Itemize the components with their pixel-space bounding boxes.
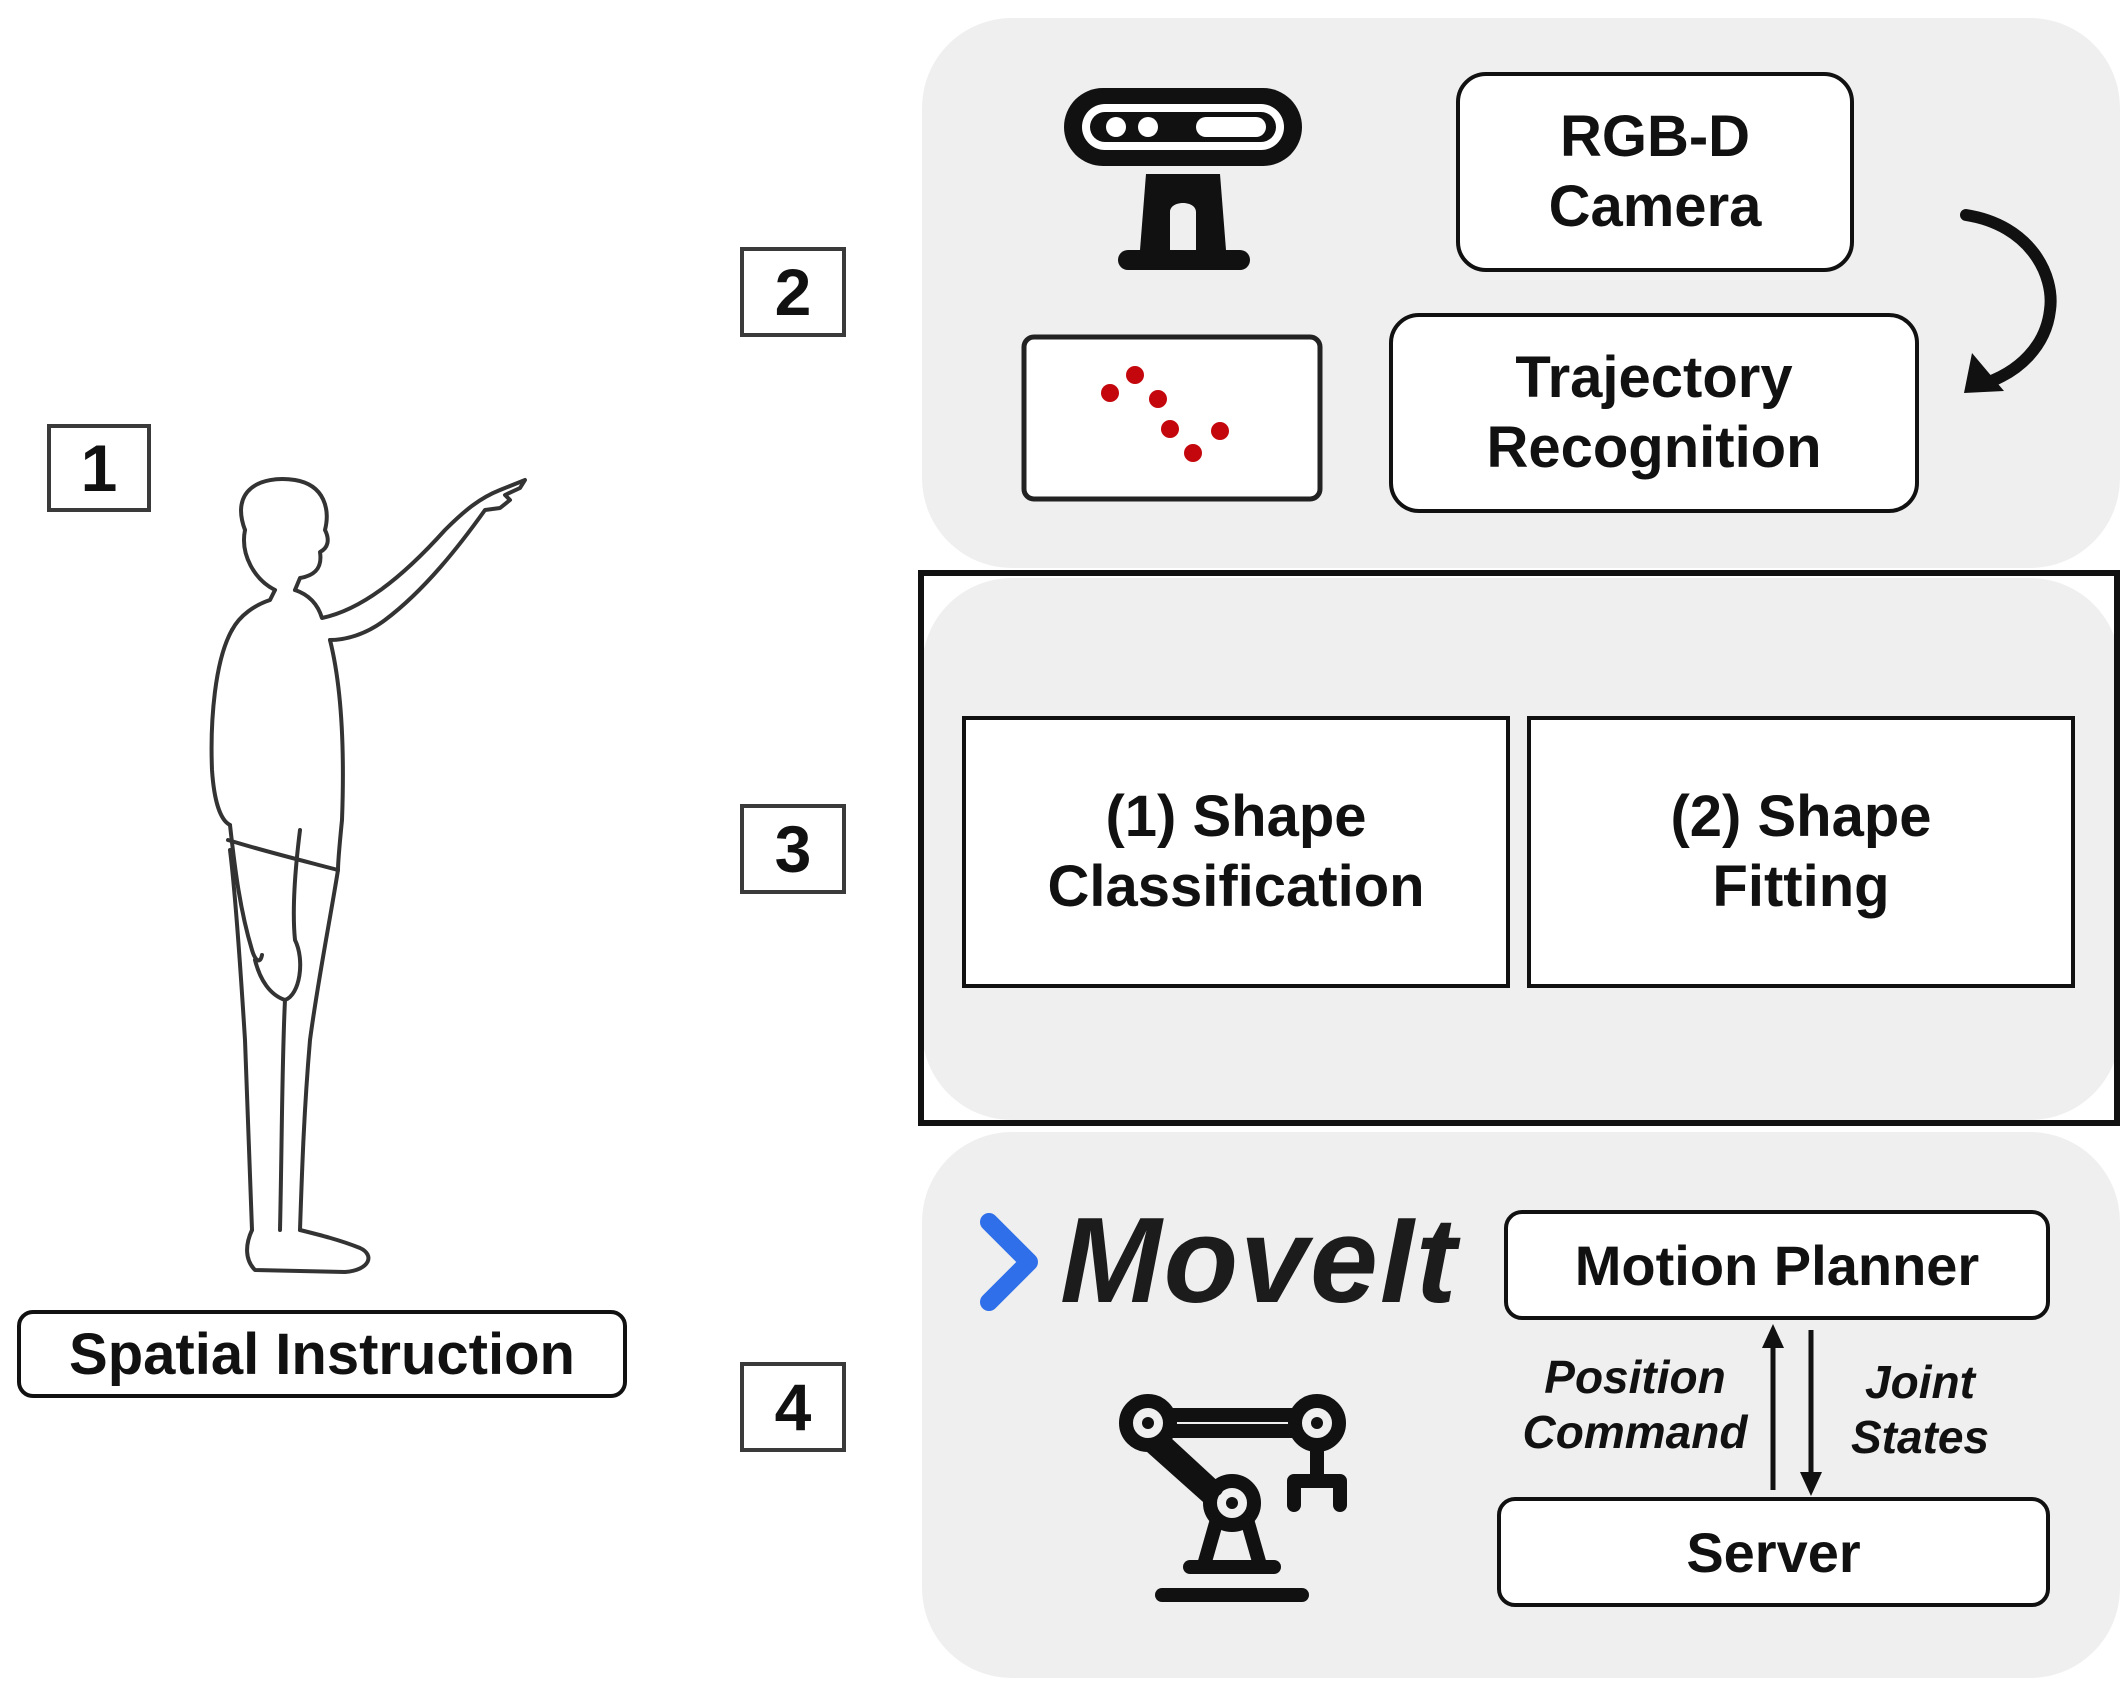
down-arrow-icon <box>1800 1330 1822 1496</box>
up-arrow-icon <box>1762 1324 1784 1490</box>
step-number-3: 3 <box>740 804 846 894</box>
motion-planner-box: Motion Planner <box>1504 1210 2050 1320</box>
robot-arm-icon <box>1119 1394 1347 1602</box>
position-command-label: Position Command <box>1522 1350 1748 1458</box>
shape-panel-outline <box>918 570 2120 1126</box>
shape-classification-box: (1) Shape Classification <box>962 716 1510 988</box>
curved-arrow-icon <box>1960 209 2057 393</box>
step-number-4: 4 <box>740 1362 846 1452</box>
depth-camera-icon <box>1064 88 1302 270</box>
rgbd-camera-box: RGB-D Camera <box>1456 72 1854 272</box>
spatial-instruction-label: Spatial Instruction <box>17 1310 627 1398</box>
chevron-right-icon <box>980 1213 1038 1311</box>
trajectory-recognition-box: Trajectory Recognition <box>1389 313 1919 513</box>
step-number-2: 2 <box>740 247 846 337</box>
moveit-logo-text: MoveIt <box>1060 1192 1459 1328</box>
server-box: Server <box>1497 1497 2050 1607</box>
shape-fitting-box: (2) Shape Fitting <box>1527 716 2075 988</box>
joint-states-label: Joint States <box>1850 1355 1990 1463</box>
trajectory-points-icon <box>1021 334 1323 502</box>
step-number-1: 1 <box>47 424 151 512</box>
pointing-person-icon <box>209 477 527 1274</box>
